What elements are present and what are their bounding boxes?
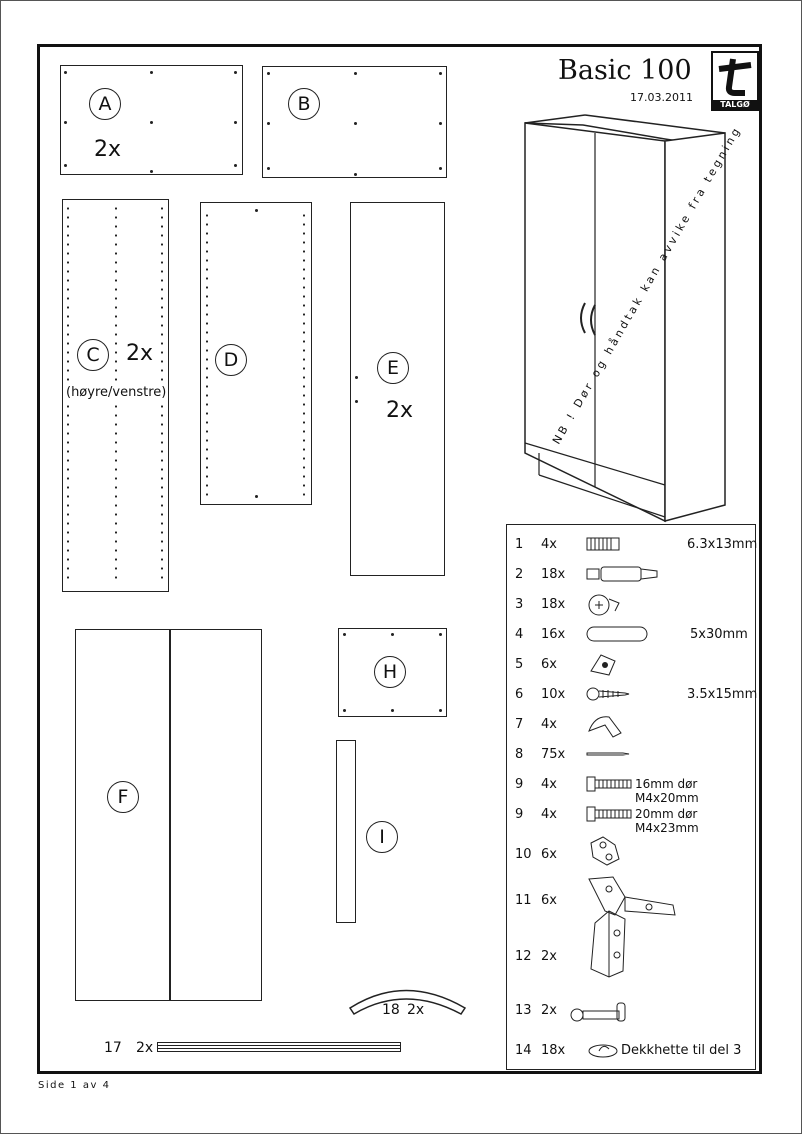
machine-screw-icon bbox=[586, 776, 632, 792]
panel-i bbox=[336, 740, 356, 923]
part-size: 16mm dør M4x20mm bbox=[635, 777, 699, 805]
panel-a bbox=[60, 65, 243, 175]
panel-e bbox=[350, 202, 445, 576]
part-qty: 4x bbox=[541, 777, 557, 792]
part-num: 13 bbox=[515, 1003, 532, 1018]
part-row: 9 4x 20mm dør M4x23mm bbox=[507, 803, 755, 835]
handle-num: 18 bbox=[382, 1002, 400, 1018]
panel-a-label: A bbox=[89, 88, 121, 120]
wardrobe-illustration bbox=[524, 114, 726, 523]
machine-screw-icon bbox=[586, 806, 632, 822]
part-qty: 6x bbox=[541, 847, 557, 862]
part-size: 3.5x15mm bbox=[687, 687, 758, 702]
part-row: 7 4x bbox=[507, 713, 755, 738]
panel-c-label: C bbox=[77, 339, 109, 371]
part-qty: 18x bbox=[541, 597, 566, 612]
part-row: 5 6x bbox=[507, 653, 755, 677]
part-num: 2 bbox=[515, 567, 524, 582]
door-handle-illustration bbox=[348, 989, 467, 1016]
logo-glyph-icon bbox=[718, 58, 752, 96]
cam-lock-icon bbox=[588, 594, 620, 616]
panel-h-label: H bbox=[374, 656, 406, 688]
part-size: 5x30mm bbox=[690, 627, 748, 642]
bracket-icon bbox=[588, 716, 622, 738]
panel-f-label: F bbox=[107, 781, 139, 813]
panel-b bbox=[262, 66, 447, 178]
part-qty: 75x bbox=[541, 747, 566, 762]
part-row: 13 2x bbox=[507, 999, 755, 1023]
page-number: Side 1 av 4 bbox=[38, 1080, 111, 1091]
part-row: 9 4x 16mm dør M4x20mm bbox=[507, 773, 755, 805]
cam-bolt-icon bbox=[586, 537, 620, 551]
shelf-support-icon bbox=[590, 654, 616, 676]
part-num: 6 bbox=[515, 687, 524, 702]
part-row: 1 4x 6.3x13mm bbox=[507, 533, 758, 557]
part-row: 11 6x bbox=[507, 876, 755, 916]
date-label: 17.03.2011 bbox=[630, 91, 693, 104]
part-num: 9 bbox=[515, 807, 524, 822]
cover-cap-icon bbox=[588, 1044, 618, 1058]
connector-bolt-icon bbox=[586, 566, 658, 582]
part-qty: 2x bbox=[541, 1003, 557, 1018]
part-qty: 4x bbox=[541, 717, 557, 732]
panel-e-qty: 2x bbox=[386, 398, 414, 423]
part-num: 5 bbox=[515, 657, 524, 672]
part-row: 4 16x 5x30mm bbox=[507, 623, 755, 647]
part-qty: 4x bbox=[541, 807, 557, 822]
panel-f bbox=[75, 629, 262, 1001]
part-num: 9 bbox=[515, 777, 524, 792]
part-qty: 18x bbox=[541, 1043, 566, 1058]
wooden-dowel-icon bbox=[586, 626, 648, 642]
part-num: 12 bbox=[515, 949, 532, 964]
hinge-plate-icon bbox=[590, 836, 620, 866]
part-qty: 4x bbox=[541, 537, 557, 552]
part-row: 12 2x bbox=[507, 910, 755, 978]
panel-c-orientation: (høyre/venstre) bbox=[66, 385, 167, 400]
part-size: 6.3x13mm bbox=[687, 537, 758, 552]
part-size: Dekkhette til del 3 bbox=[621, 1043, 742, 1058]
rail-illustration bbox=[157, 1042, 401, 1052]
part-qty: 16x bbox=[541, 627, 566, 642]
hinge-icon bbox=[588, 876, 676, 916]
part-qty: 6x bbox=[541, 893, 557, 908]
panel-a-qty: 2x bbox=[94, 137, 122, 162]
part-num: 14 bbox=[515, 1043, 532, 1058]
part-row: 14 18x Dekkhette til del 3 bbox=[507, 1039, 755, 1063]
part-row: 10 6x bbox=[507, 836, 755, 867]
part-size: 20mm dør M4x23mm bbox=[635, 807, 699, 835]
part-num: 1 bbox=[515, 537, 524, 552]
part-qty: 18x bbox=[541, 567, 566, 582]
page-title: Basic 100 bbox=[558, 55, 692, 86]
part-row: 2 18x bbox=[507, 563, 755, 587]
parts-list: 1 4x 6.3x13mm 2 18x 3 18x 4 16x 5x30mm 5… bbox=[506, 524, 758, 1070]
part-num: 4 bbox=[515, 627, 524, 642]
panel-d-label: D bbox=[215, 344, 247, 376]
part-row: 3 18x bbox=[507, 593, 755, 617]
nail-icon bbox=[586, 752, 630, 756]
handle-bolt-icon bbox=[570, 1002, 626, 1022]
part-qty: 6x bbox=[541, 657, 557, 672]
panel-b-label: B bbox=[288, 88, 320, 120]
rail-bracket-icon bbox=[590, 910, 626, 978]
part-qty: 2x bbox=[541, 949, 557, 964]
part-num: 3 bbox=[515, 597, 524, 612]
rail-qty: 2x bbox=[136, 1040, 154, 1056]
talgo-logo: TALGØ bbox=[711, 51, 759, 111]
part-num: 11 bbox=[515, 893, 532, 908]
handle-qty: 2x bbox=[407, 1002, 425, 1018]
rail-num: 17 bbox=[104, 1040, 122, 1056]
part-qty: 10x bbox=[541, 687, 566, 702]
part-row: 8 75x bbox=[507, 743, 755, 767]
part-row: 6 10x 3.5x15mm bbox=[507, 683, 758, 707]
logo-text: TALGØ bbox=[713, 100, 757, 109]
part-num: 8 bbox=[515, 747, 524, 762]
panel-c-qty: 2x bbox=[126, 341, 154, 366]
screw-icon bbox=[586, 687, 630, 701]
panel-e-label: E bbox=[377, 352, 409, 384]
part-num: 7 bbox=[515, 717, 524, 732]
panel-i-label: I bbox=[366, 821, 398, 853]
part-num: 10 bbox=[515, 847, 532, 862]
drawing-frame bbox=[37, 44, 762, 1074]
